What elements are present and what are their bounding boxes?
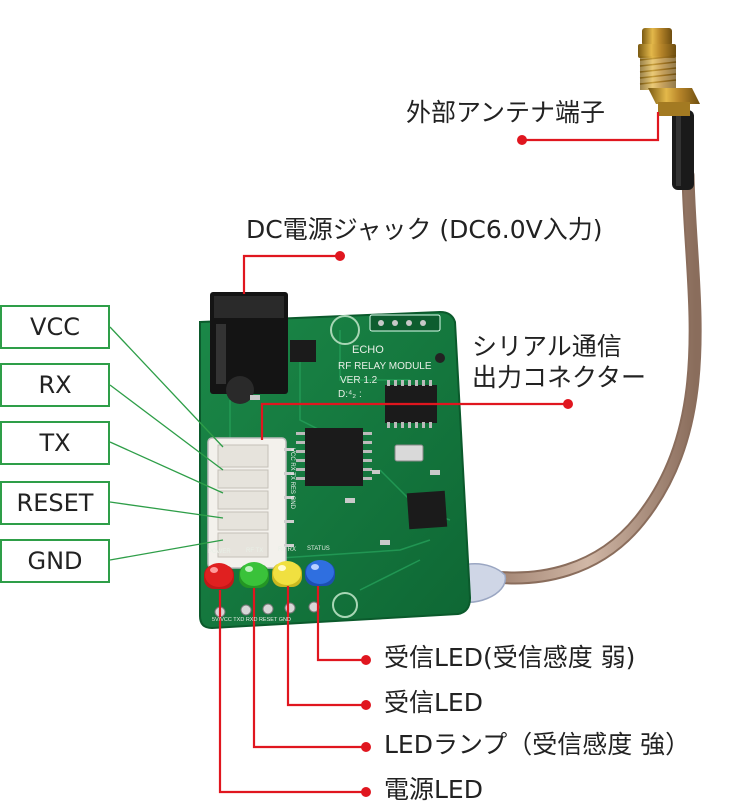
- board-version: VER 1.2: [340, 375, 378, 386]
- rx-led-callout-label: 受信LED: [384, 688, 483, 717]
- serial-connector: [207, 437, 287, 569]
- cable-heatshrink: [672, 110, 694, 190]
- led-power: [204, 563, 234, 589]
- callout-lines: [218, 112, 660, 794]
- bottom-pin-labels: 5V/VCC TXD RXD RESET GND: [212, 617, 291, 623]
- led-label-rf-tx: RF TX: [246, 548, 264, 554]
- board-brand: ECHO: [352, 344, 384, 356]
- dc-jack-callout-dot: [335, 251, 345, 261]
- serial-callout-dot: [563, 399, 573, 409]
- power-led-callout-dot: [361, 787, 371, 797]
- transistor: [290, 340, 316, 362]
- status-led-callout-dot: [361, 655, 371, 665]
- ic-middle: [305, 428, 363, 486]
- antenna-callout-label: 外部アンテナ端子: [406, 98, 606, 127]
- serial-callout-label-2: 出力コネクター: [472, 363, 647, 392]
- led-label-rf-rx: RF RX: [278, 547, 296, 553]
- led-lamp-callout-label: LEDランプ（受信感度 強）: [384, 730, 691, 759]
- serial-callout-label-1: シリアル通信: [472, 332, 622, 361]
- led-status: [305, 560, 335, 586]
- led-label-status: STATUS: [307, 546, 330, 552]
- board-name: RF RELAY MODULE: [338, 361, 432, 372]
- crystal: [394, 444, 424, 462]
- pin-label-gnd: GND: [0, 539, 110, 583]
- connector-pin-labels: VCC RX TX RES GND: [289, 448, 295, 509]
- rx-led-weak-callout-label: 受信LED(受信感度 弱): [384, 643, 636, 672]
- pin-label-vcc: VCC: [0, 305, 110, 349]
- pin-leaders: [109, 326, 224, 561]
- dc-jack-body: [210, 292, 288, 404]
- led-label-power: POWER: [208, 549, 231, 555]
- tx-led-callout-dot: [361, 742, 371, 752]
- led-rf-rx: [272, 561, 302, 587]
- sma-connector: [638, 28, 700, 116]
- led-rf-tx: [239, 562, 269, 588]
- dc-jack-callout-label: DC電源ジャック (DC6.0V入力): [246, 215, 603, 244]
- pin-label-reset: RESET: [0, 481, 110, 525]
- rx-led-callout-dot: [361, 700, 371, 710]
- top-header: [369, 314, 441, 332]
- pin-label-tx: TX: [0, 421, 110, 465]
- board-code: D:⁴₂ :: [338, 389, 362, 400]
- ic-rf: [406, 490, 448, 530]
- antenna-callout-dot: [517, 135, 527, 145]
- pin-label-rx: RX: [0, 363, 110, 407]
- power-led-callout-label: 電源LED: [384, 775, 483, 804]
